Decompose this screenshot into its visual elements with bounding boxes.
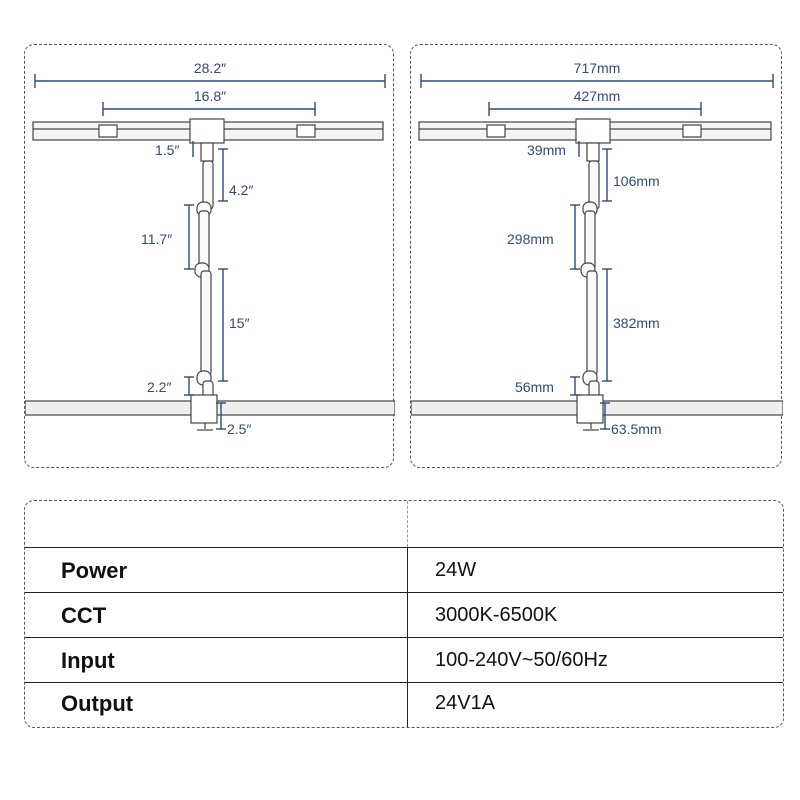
head-offset-label-mm: 39mm — [527, 142, 566, 158]
spec-value: 3000K-6500K — [435, 604, 558, 626]
lower-link-label-mm: 382mm — [613, 315, 660, 331]
mid-link-label-mm: 298mm — [507, 231, 554, 247]
arm-width-label: 16.8″ — [194, 88, 226, 104]
clamp-label-mm: 63.5mm — [611, 421, 662, 437]
total-width-label-mm: 717mm — [574, 60, 621, 76]
base-link-label: 2.2″ — [147, 379, 171, 395]
spec-label: Power — [61, 558, 128, 583]
lamp-head-mm — [418, 118, 772, 162]
lamp-arm — [194, 160, 214, 400]
upper-link-label-mm: 106mm — [613, 173, 660, 189]
spec-row-output: Output 24V1A — [25, 682, 783, 727]
mid-link-label: 11.7″ — [141, 231, 172, 247]
arm-width-label-mm: 427mm — [574, 88, 621, 104]
diagram-panel-mm: 717mm 427mm — [410, 44, 784, 468]
spec-label: CCT — [61, 603, 107, 628]
spec-table: Power 24W CCT 3000K-6500K Input 100-240V… — [24, 500, 784, 728]
clamp — [190, 394, 218, 431]
spec-label: Input — [61, 648, 115, 673]
total-width-label: 28.2″ — [194, 60, 226, 76]
spec-value: 24V1A — [435, 692, 496, 714]
spec-row-input: Input 100-240V~50/60Hz — [25, 637, 783, 682]
lower-link-label: 15″ — [229, 315, 250, 331]
spec-row-cct: CCT 3000K-6500K — [25, 592, 783, 637]
diagram-panel-inches: 28.2″ 16.8″ — [24, 44, 396, 468]
column-divider-header — [407, 501, 408, 547]
lamp-diagram-inches: 28.2″ 16.8″ — [24, 60, 396, 437]
clamp-label: 2.5″ — [227, 421, 251, 437]
lamp-head — [32, 118, 384, 162]
spec-value: 100-240V~50/60Hz — [435, 649, 608, 671]
spec-row-power: Power 24W — [25, 547, 783, 592]
clamp-mm — [576, 394, 604, 431]
base-link-label-mm: 56mm — [515, 379, 554, 395]
head-offset-label: 1.5″ — [155, 142, 179, 158]
upper-link-label: 4.2″ — [229, 182, 253, 198]
spec-value: 24W — [435, 559, 477, 581]
spec-label: Output — [61, 691, 134, 716]
lamp-diagram-mm: 717mm 427mm — [410, 60, 784, 437]
lamp-arm-mm — [580, 160, 600, 400]
